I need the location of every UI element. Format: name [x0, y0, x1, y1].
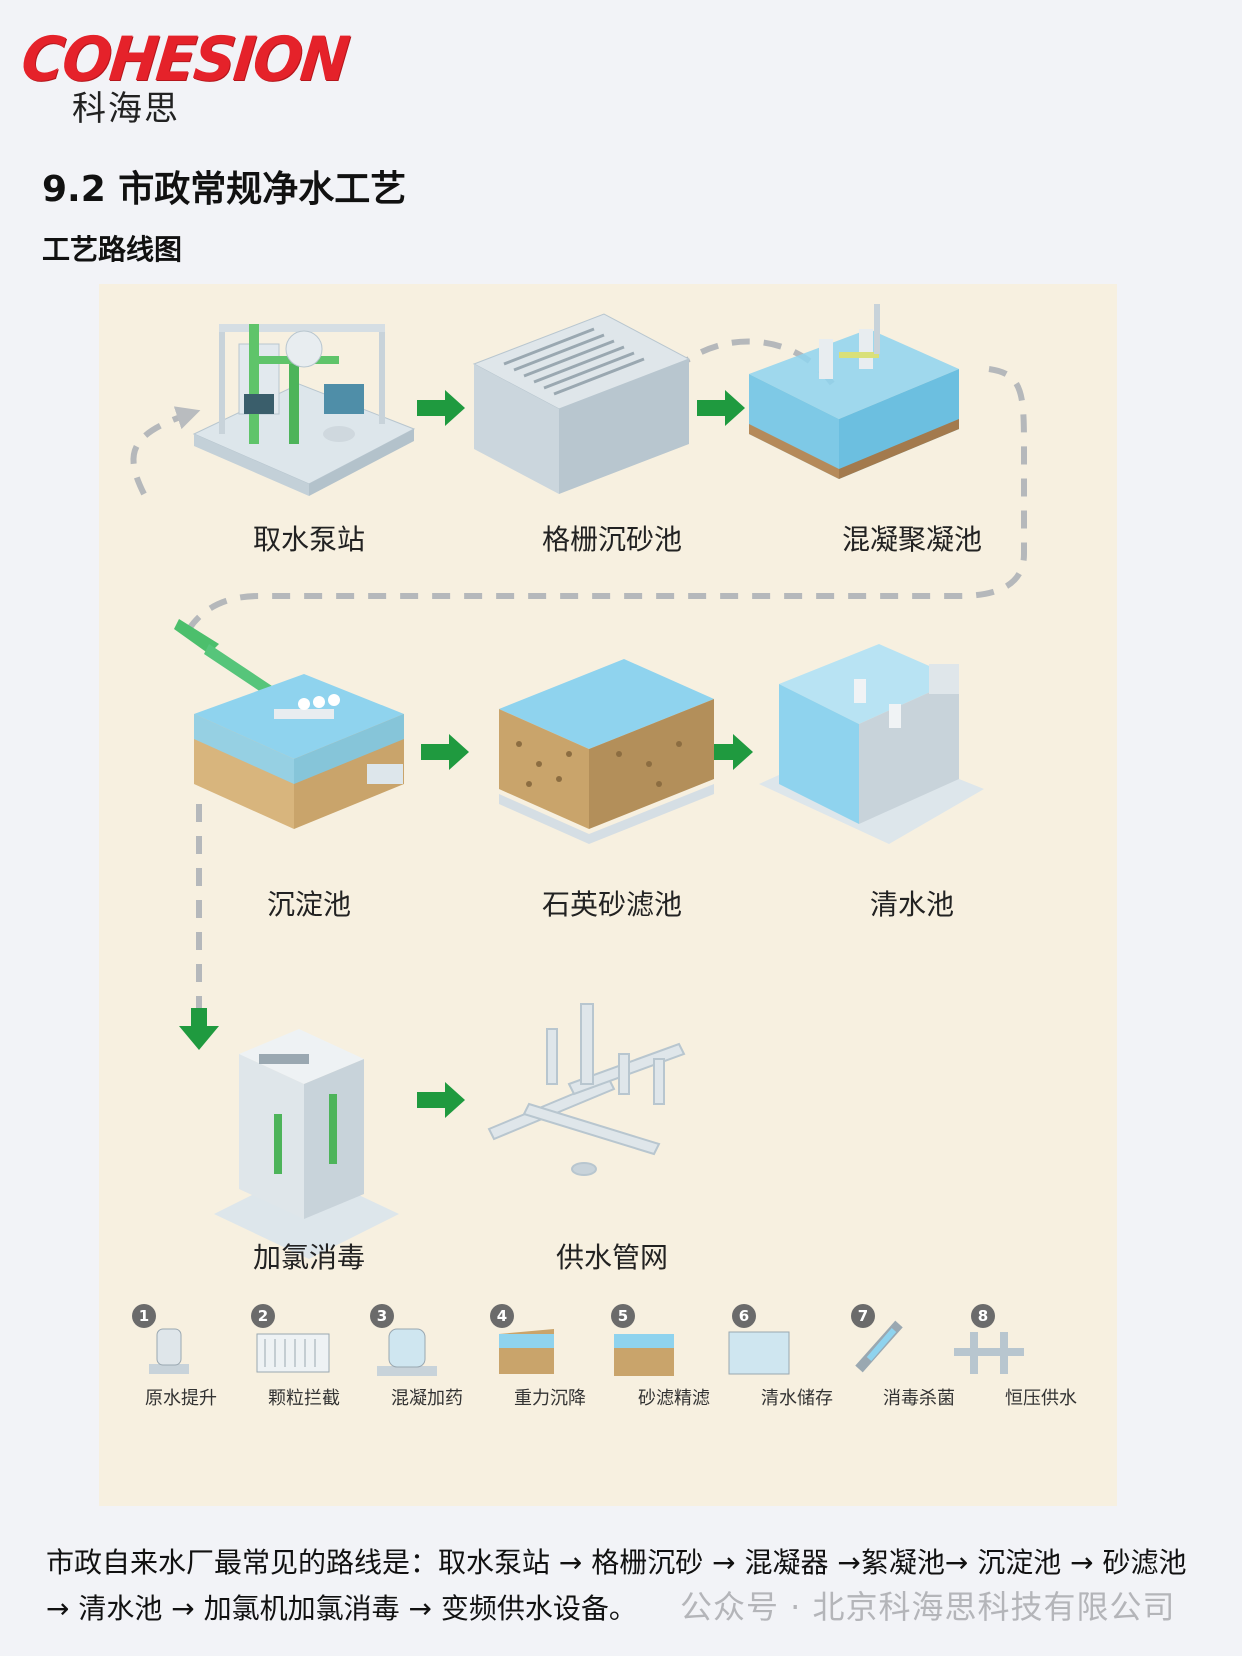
legend-icon-disinfect: [855, 1320, 903, 1373]
legend-badge-1: 1: [132, 1304, 156, 1328]
quartz-sand-filter-illustration: [499, 659, 714, 844]
legend-icons: [149, 1320, 1024, 1376]
step-label-quartz-sand-filter: 石英砂滤池: [541, 888, 682, 921]
process-diagram-graphics: [130, 304, 1027, 1376]
step-label-chlorination: 加氯消毒: [252, 1241, 365, 1274]
dashed-right-return: [186, 366, 1027, 631]
legend-label-7: 消毒杀菌: [883, 1388, 955, 1409]
clear-water-tank-illustration: [759, 644, 984, 844]
wechat-watermark: 公众号 · 北京科海思科技有限公司: [680, 1588, 1176, 1626]
cohesion-logo: COHESION 科海思: [18, 23, 351, 129]
legend-badge-8: 8: [971, 1304, 995, 1328]
section-title: 9.2 市政常规净水工艺: [42, 169, 407, 210]
arrow-7-8: [417, 1082, 465, 1118]
logo-wordmark: COHESION: [18, 23, 351, 95]
legend-label-3: 混凝加药: [391, 1388, 463, 1409]
legend-badge-2: 2: [251, 1304, 275, 1328]
chlorination-house-illustration: [214, 1029, 399, 1259]
legend-label-2: 颗粒拦截: [268, 1388, 340, 1409]
coagulation-tank-illustration: [749, 304, 959, 479]
logo-chinese-name: 科海思: [72, 89, 180, 129]
legend-badge-3: 3: [370, 1304, 394, 1328]
legend-label-4: 重力沉降: [514, 1388, 586, 1409]
legend-label-5: 砂滤精滤: [638, 1388, 710, 1409]
legend-badge-6: 6: [732, 1304, 756, 1328]
step-label-intake-pump-station: 取水泵站: [252, 523, 365, 556]
sedimentation-tank-illustration: [174, 619, 404, 829]
dashed-inlet-loop: [130, 406, 201, 496]
arrow-4-5: [421, 734, 469, 770]
step-label-sedimentation-tank: 沉淀池: [266, 888, 351, 921]
legend-badge-5: 5: [611, 1304, 635, 1328]
legend-badge-4: 4: [490, 1304, 514, 1328]
arrow-1-2: [417, 390, 465, 426]
grille-tank-illustration: [472, 313, 691, 494]
legend-icon-settling: [499, 1329, 554, 1374]
legend-icon-supply: [954, 1332, 1024, 1374]
step-label-coagulation-tank: 混凝聚凝池: [841, 523, 982, 556]
supply-pipe-network-illustration: [487, 1003, 686, 1176]
legend-icon-storage: [728, 1331, 790, 1375]
flow-arrows: [179, 390, 753, 1118]
step-label-supply-network: 供水管网: [555, 1241, 668, 1274]
step-label-clear-water-tank: 清水池: [869, 888, 954, 921]
legend-badge-7: 7: [851, 1304, 875, 1328]
legend-icon-pump: [149, 1328, 189, 1374]
pump-station-illustration: [192, 324, 416, 496]
diagram-subtitle: 工艺路线图: [42, 233, 183, 266]
process-summary-text: 市政自来水厂最常见的路线是：取水泵站 → 格栅沉砂 → 混凝器 →絮凝池→ 沉淀…: [46, 1546, 1187, 1625]
legend-icon-dosing: [377, 1328, 437, 1376]
legend-icon-grille: [256, 1333, 330, 1373]
legend-label-1: 原水提升: [145, 1388, 217, 1409]
arrow-down-7: [179, 1008, 219, 1050]
process-diagram-panel: 取水泵站 格栅沉砂池 混凝聚凝池 沉淀池 石英砂滤池 清水池 加氯消毒 供水管网…: [99, 284, 1117, 1506]
step-label-grille-grit-tank: 格栅沉砂池: [541, 523, 682, 556]
legend-icon-sand-filter: [614, 1334, 674, 1376]
arrow-2-3: [697, 390, 745, 426]
legend-label-6: 清水储存: [761, 1388, 833, 1409]
legend-label-8: 恒压供水: [1005, 1388, 1077, 1409]
